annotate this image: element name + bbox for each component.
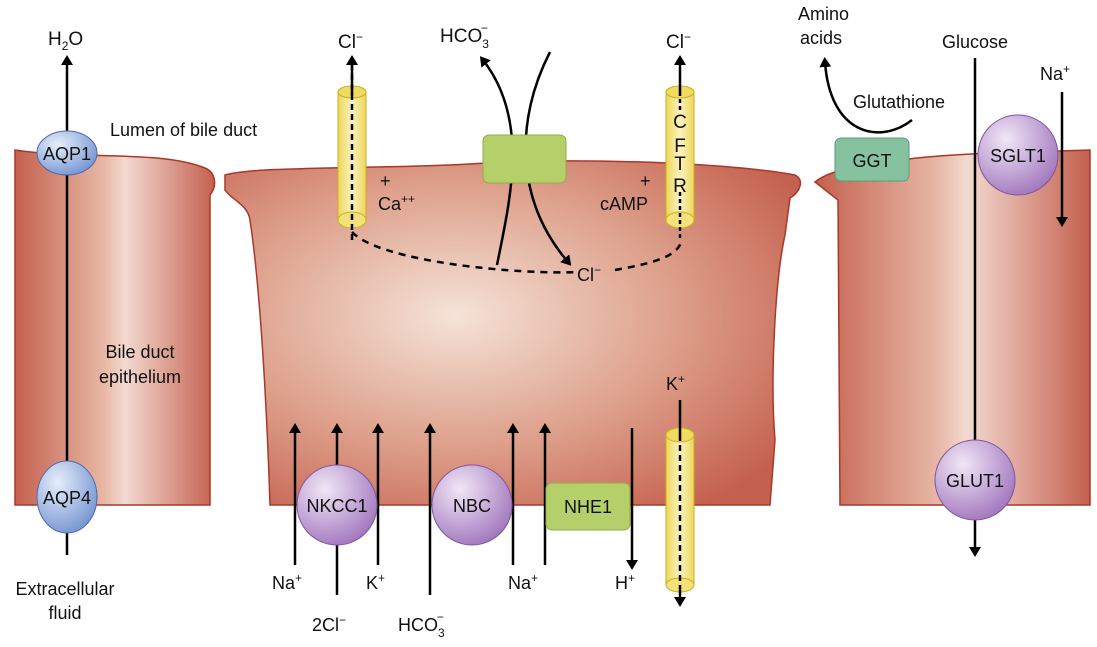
aqp4-label: AQP4 bbox=[43, 488, 91, 508]
extracellular-label-line1: Extracellular bbox=[15, 579, 114, 599]
glucose-label: Glucose bbox=[942, 32, 1008, 52]
glutathione-label: Glutathione bbox=[853, 92, 945, 112]
ggt-enzyme: GGT bbox=[834, 137, 910, 182]
hco3-top-label: HCO3− bbox=[440, 21, 489, 51]
cl-inside-label: Cl− bbox=[577, 263, 601, 285]
cftr-letter-t: T bbox=[674, 154, 686, 175]
k-top-label: K+ bbox=[666, 372, 685, 394]
plus-camp-sign: + bbox=[640, 171, 651, 191]
cl-right-label: Cl− bbox=[666, 30, 691, 53]
left-epithelial-cell bbox=[14, 149, 216, 506]
cftr-letter-f: F bbox=[674, 136, 686, 157]
lumen-label: Lumen of bile duct bbox=[110, 120, 257, 140]
middle-epithelial-cell bbox=[224, 160, 802, 506]
glut1-label: GLUT1 bbox=[946, 471, 1004, 491]
amino-acids-label-line2: acids bbox=[800, 28, 842, 48]
ca-label: Ca++ bbox=[378, 192, 415, 214]
chloride-bicarbonate-exchanger bbox=[482, 134, 567, 184]
sglt1-transporter: SGLT1 bbox=[977, 114, 1059, 196]
cl-left-label: Cl− bbox=[338, 30, 363, 53]
nhe1-label: NHE1 bbox=[564, 497, 612, 517]
cftr-channel: C F T R bbox=[665, 85, 695, 240]
aqp1-label: AQP1 bbox=[43, 144, 91, 164]
aqp4-channel: AQP4 bbox=[36, 460, 98, 534]
glutathione-cleavage-arrow bbox=[819, 57, 913, 134]
nkcc1-label: NKCC1 bbox=[306, 496, 367, 516]
h-label: H+ bbox=[615, 571, 635, 593]
amino-acids-label-line1: Amino bbox=[798, 4, 849, 24]
hco3-bottom-label: HCO3− bbox=[398, 610, 445, 640]
chloride-recycle-path-left bbox=[351, 231, 581, 274]
2cl-label: 2Cl− bbox=[312, 613, 346, 635]
ggt-label: GGT bbox=[853, 151, 892, 171]
na-2-label: Na+ bbox=[508, 571, 538, 593]
glut1-transporter: GLUT1 bbox=[934, 439, 1016, 521]
na-top-label: Na+ bbox=[1040, 62, 1070, 84]
plus-ca-sign: + bbox=[380, 171, 391, 191]
aqp1-channel: AQP1 bbox=[36, 130, 98, 176]
h2o-label: H2O bbox=[48, 29, 83, 53]
sglt1-label: SGLT1 bbox=[990, 146, 1046, 166]
nbc-cotransporter: NBC bbox=[431, 464, 513, 546]
na-1-label: Na+ bbox=[272, 571, 302, 593]
extracellular-label-line2: fluid bbox=[48, 603, 81, 623]
epithelium-label-line2: epithelium bbox=[99, 367, 181, 387]
cftr-letter-c: C bbox=[673, 112, 687, 133]
camp-label: cAMP bbox=[600, 194, 648, 214]
cftr-letter-r: R bbox=[673, 176, 687, 197]
nkcc1-cotransporter: NKCC1 bbox=[296, 464, 378, 546]
k-bottom-label: K+ bbox=[366, 571, 385, 593]
nbc-label: NBC bbox=[453, 496, 491, 516]
nhe1-exchanger: NHE1 bbox=[545, 482, 631, 531]
epithelium-label-line1: Bile duct bbox=[105, 342, 174, 362]
